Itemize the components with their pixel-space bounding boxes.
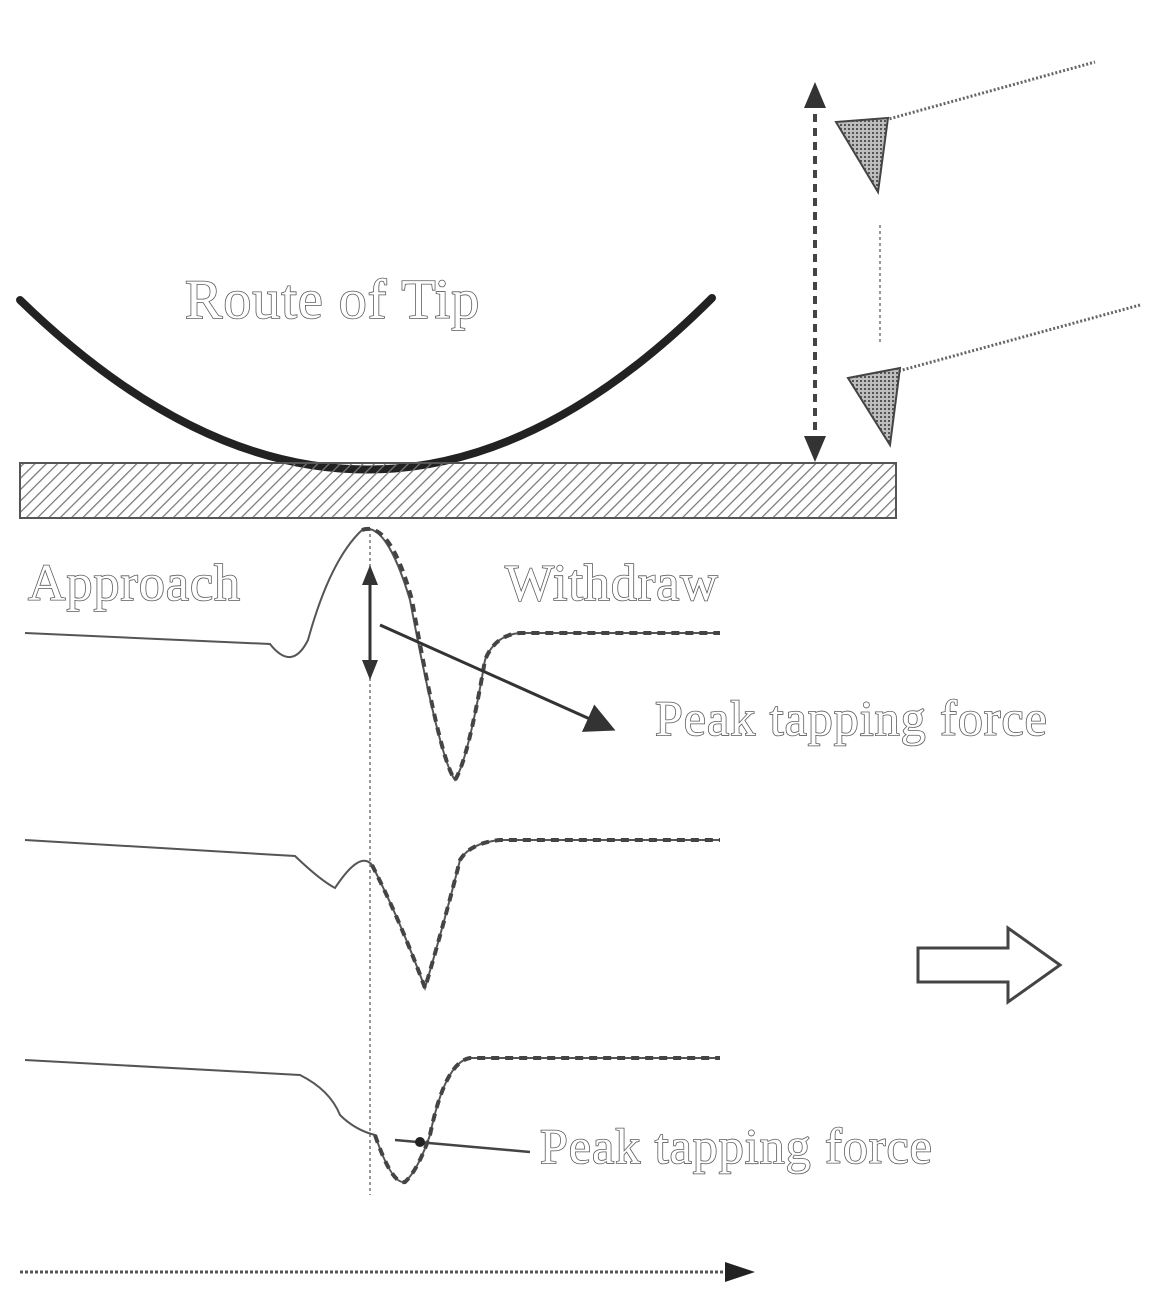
force-trace-2 [25, 840, 720, 988]
sample-surface [20, 463, 896, 518]
peak-tapping-force-label-1: Peak tapping force [655, 690, 1048, 746]
cantilever-tip-lower-icon [848, 305, 1140, 445]
oscillation-arrow [804, 82, 826, 462]
hollow-right-arrow-icon [918, 928, 1060, 1002]
withdraw-label: Withdraw [505, 555, 719, 612]
approach-label: Approach [28, 555, 241, 612]
peak-tapping-force-label-2: Peak tapping force [540, 1118, 933, 1174]
time-axis-arrow [20, 1262, 755, 1282]
cantilever-tip-upper-icon [836, 62, 1095, 192]
route-of-tip-label: Route of Tip [185, 269, 480, 331]
